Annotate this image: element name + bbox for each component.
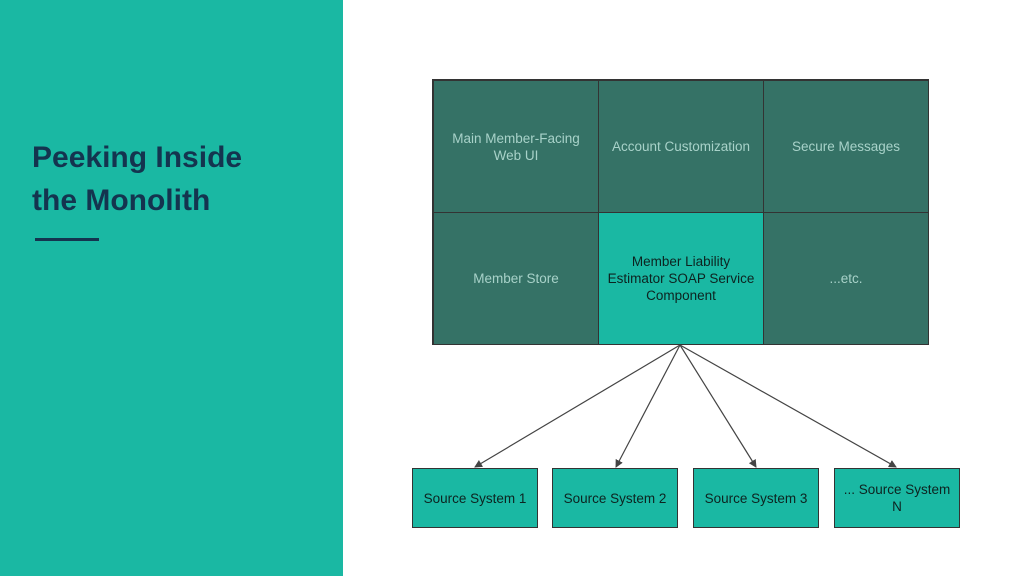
cell-label: Main Member-Facing Web UI: [452, 130, 580, 163]
arrow-to-source-1: [474, 344, 681, 468]
cell-label: Secure Messages: [791, 139, 901, 154]
arrow-to-source-2: [615, 344, 681, 468]
cell-member-liability-estimator: Member Liability Estimator SOAP Service …: [598, 212, 764, 345]
source-system-2-box: Source System 2: [552, 468, 678, 528]
arrow-to-source-3: [679, 344, 757, 468]
cell-label: Member Store: [473, 271, 559, 286]
slide-title: Peeking Inside the Monolith: [32, 141, 243, 217]
source-system-n-box: ... Source System N: [834, 468, 960, 528]
source-system-1-box: Source System 1: [412, 468, 538, 528]
monolith-grid: Main Member-Facing Web UI Account Custom…: [432, 79, 929, 345]
cell-label: Account Customization: [611, 139, 751, 154]
cell-main-member-web-ui: Main Member-Facing Web UI: [433, 80, 599, 213]
arrow-to-source-n: [679, 344, 897, 468]
cell-etc: ...etc.: [763, 212, 929, 345]
title-panel: Peeking Inside the Monolith: [0, 0, 343, 576]
cell-account-customization: Account Customization: [598, 80, 764, 213]
source-system-3-box: Source System 3: [693, 468, 819, 528]
source-label: Source System 3: [704, 490, 808, 506]
title-underline: [35, 238, 99, 241]
cell-label: ...etc.: [829, 271, 863, 286]
cell-member-store: Member Store: [433, 212, 599, 345]
source-label: Source System 1: [423, 490, 527, 506]
source-label: ... Source System N: [843, 482, 951, 514]
cell-label: Member Liability Estimator SOAP Service …: [607, 254, 755, 303]
cell-secure-messages: Secure Messages: [763, 80, 929, 213]
source-label: Source System 2: [563, 490, 667, 506]
